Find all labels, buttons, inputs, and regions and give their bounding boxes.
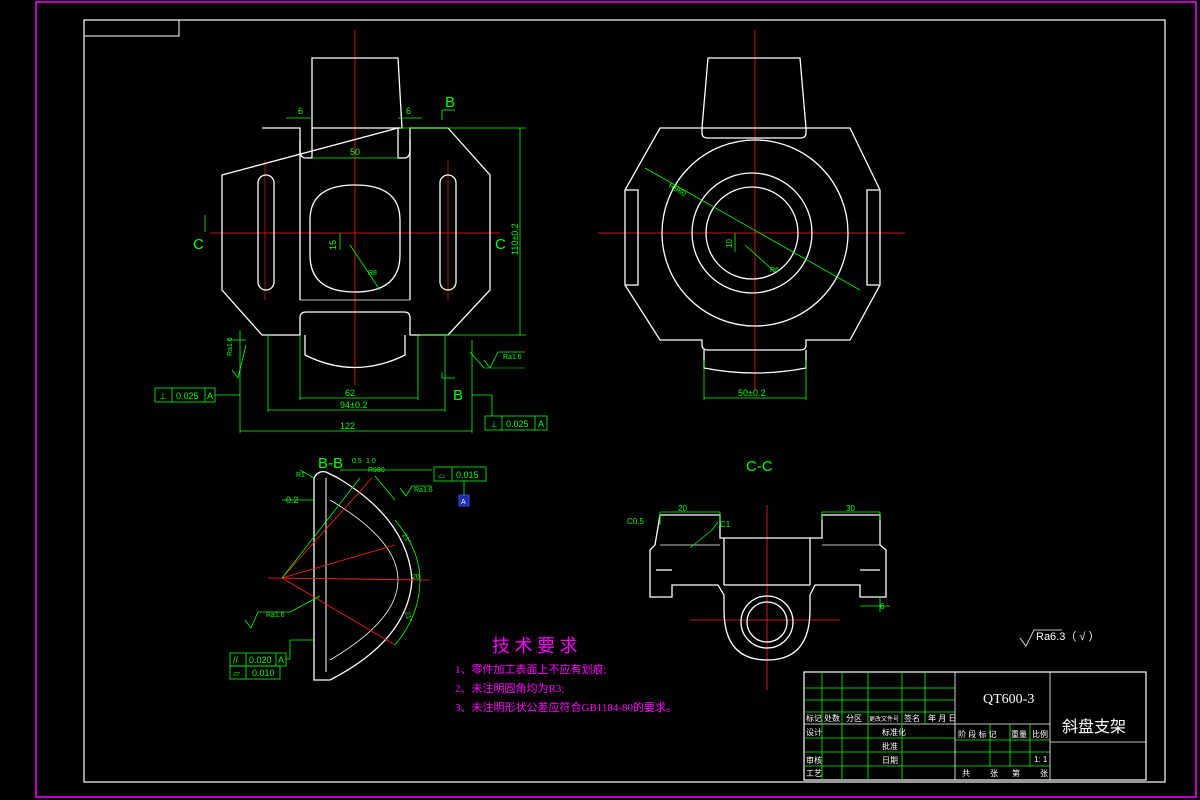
dim-outer-w: 122	[340, 421, 355, 431]
dim-bore-h2: 10	[725, 239, 734, 248]
bb-par-datum: A	[278, 655, 284, 665]
tb-left-col-1: 设计	[806, 727, 822, 737]
section-letters: B B C C	[193, 94, 506, 404]
side-view	[598, 30, 905, 390]
drawing-frame	[35, 1, 1197, 798]
section-cc-label: C-C	[746, 458, 773, 475]
bb-chamfer: 0.5	[352, 458, 362, 465]
bb-flat-sym: ▱	[233, 668, 240, 678]
fcf-right-sym: ⊥	[490, 419, 498, 429]
dim-bottom-w: 50±0.2	[738, 388, 765, 398]
dim-bore-r2: R6	[770, 267, 779, 274]
bb-par-sym: //	[233, 655, 239, 665]
dim-bore-h: 15	[328, 240, 338, 250]
datum-a-box	[458, 494, 470, 507]
bb-rough-bottom: Ra1.6	[266, 612, 285, 619]
cc-c1: C1	[720, 520, 731, 529]
label-c-right: C	[495, 236, 506, 253]
tech-title: 技 术 要 求	[492, 636, 578, 656]
dim-slot-left: 6	[298, 106, 303, 116]
tb-sheet-1: 共	[962, 769, 970, 778]
side-view-dimensions	[644, 167, 861, 400]
rough-right: Ra1.6	[503, 354, 522, 361]
front-view-dim-text: 6 6 50 110±0.2 15 R8 62 94±0.2 122 Ra1.6…	[159, 106, 544, 431]
dim-bore-r: R8	[368, 270, 377, 277]
dim-slot-right: 6	[406, 106, 411, 116]
tech-item-3: 3、未注明形状公差应符合GB1184-80的要求。	[455, 700, 677, 714]
bb-radius: R980	[368, 467, 385, 474]
bb-rough-top: Ra1.6	[414, 487, 433, 494]
bb-profile-sym: ⌓	[438, 470, 445, 480]
tech-requirements: 技 术 要 求 1、零件加工表面上不应有划痕; 2、未注明圆角均为R3; 3、未…	[455, 636, 677, 714]
fcf-left-val: 0.025	[176, 391, 199, 401]
tech-item-2: 2、未注明圆角均为R3;	[455, 681, 564, 695]
cc-c05: C0.5	[627, 517, 644, 526]
general-roughness: Ra6.3（ √ ）	[1019, 629, 1100, 647]
label-b-top: B	[445, 94, 455, 111]
tb-sheet-3: 第	[1012, 768, 1020, 778]
fcf-right-datum: A	[538, 419, 544, 429]
tb-sheet-4: 张	[1040, 769, 1048, 778]
tb-scale: 1: 1	[1034, 755, 1048, 764]
bb-chamfer2: 1.0	[366, 458, 376, 465]
tb-row-label-6: 年 月 日	[928, 713, 956, 723]
rough-left: Ra1.6	[227, 337, 234, 356]
section-bb-construction	[267, 477, 431, 646]
fcf-right-val: 0.025	[506, 419, 529, 429]
cc-step: 6	[880, 602, 885, 611]
bb-left-dim: 0.2	[286, 495, 299, 505]
dim-height: 110±0.2	[510, 223, 520, 255]
section-cc-dimensions	[659, 511, 890, 612]
bb-par-val: 0.020	[249, 655, 272, 665]
bb-profile-val: 0.015	[456, 470, 479, 480]
tb-weight: 重量	[1011, 729, 1027, 739]
tb-mid-col-1: 标准化	[882, 727, 906, 737]
dim-inner-w: 62	[345, 388, 355, 398]
bb-small-r: R1	[296, 472, 305, 479]
dim-mid-w: 94±0.2	[340, 400, 367, 410]
tb-scale-label: 比例	[1032, 729, 1048, 739]
section-bb-label: B-B	[318, 455, 343, 472]
tech-item-1: 1、零件加工表面上不应有划痕;	[455, 662, 607, 676]
tb-part-name: 斜盘支架	[1062, 717, 1126, 736]
tb-sheet-2: 张	[990, 769, 998, 778]
title-block-text: QT600-3 斜盘支架 标记 处数 分区 更改文件号 签名 年 月 日 设计 …	[806, 692, 1126, 778]
general-roughness-text: Ra6.3（ √ ）	[1036, 630, 1100, 643]
front-view-dimensions	[154, 109, 548, 433]
bb-angle3: 20	[412, 574, 420, 581]
section-cc	[649, 505, 887, 690]
label-c-left: C	[193, 236, 204, 253]
section-bb-text: B-B 0.5 1.0 0.2 R1 R980 21° 21° 20 Ra1.6…	[233, 455, 479, 678]
tb-row-label-4: 更改文件号	[869, 715, 899, 723]
fcf-left-datum: A	[207, 391, 213, 401]
front-view	[210, 30, 500, 385]
cc-w-right: 30	[846, 504, 855, 513]
bb-datum: A	[461, 499, 466, 506]
tb-left-col-3: 工艺	[806, 769, 822, 778]
tb-material: QT600-3	[983, 692, 1034, 707]
section-bb-dimensions	[229, 466, 487, 680]
tb-row-label-3: 分区	[846, 714, 862, 723]
cc-w-left: 20	[678, 504, 687, 513]
section-cc-text: C-C C0.5 20 C1 30 6	[627, 458, 885, 611]
tb-row-label-2: 处数	[824, 713, 840, 723]
fcf-left-sym: ⊥	[159, 391, 167, 401]
tb-row-label-5: 签名	[904, 713, 920, 723]
tb-left-col-2: 审核	[806, 755, 822, 765]
dim-neck-width: 50	[350, 147, 360, 157]
label-b-bottom: B	[453, 387, 463, 404]
title-block	[803, 671, 1147, 781]
tb-mid-col-2: 批准	[882, 741, 898, 751]
bb-flat-val: 0.010	[252, 668, 275, 678]
tb-row-label-1: 标记	[806, 713, 822, 723]
tb-mid-col-3: 日期	[882, 756, 898, 765]
bb-angle2: 21°	[403, 610, 414, 622]
tb-stage: 阶 段 标 记	[958, 729, 997, 739]
